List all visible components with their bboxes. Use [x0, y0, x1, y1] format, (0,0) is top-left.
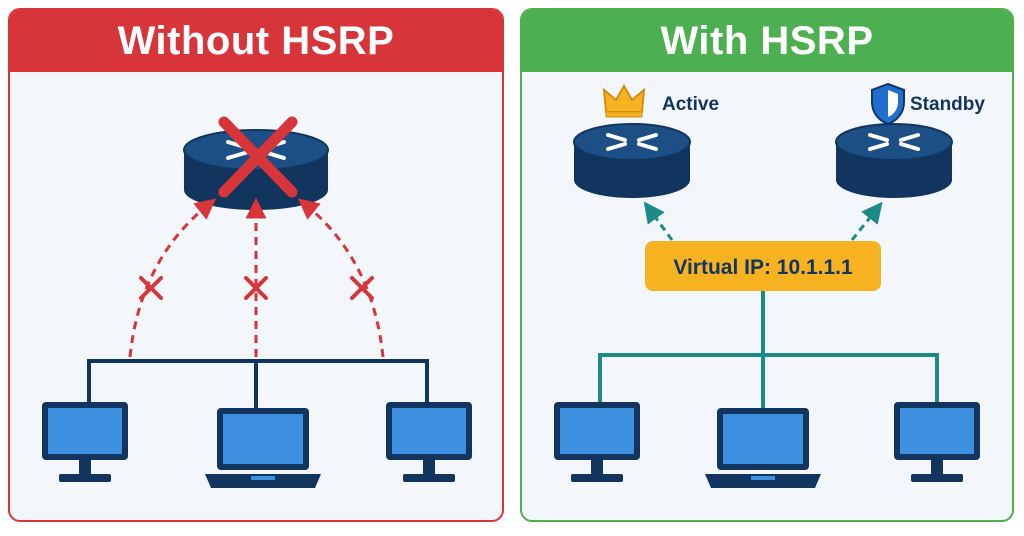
active-label: Active — [662, 94, 719, 115]
virtual-ip-links — [643, 201, 883, 241]
standby-label: Standby — [910, 94, 985, 115]
shield-icon — [871, 82, 905, 126]
with-hsrp-title: With HSRP — [522, 10, 1012, 72]
desktop-icon — [894, 402, 980, 482]
router-icon — [183, 129, 329, 210]
x-mark-icon — [139, 276, 374, 300]
virtual-ip-label: Virtual IP: 10.1.1.1 — [673, 256, 853, 279]
desktop-icon — [554, 402, 640, 482]
x-mark-icon — [218, 116, 298, 198]
without-hsrp-title: Without HSRP — [10, 10, 502, 72]
laptop-icon — [705, 408, 821, 488]
crown-icon — [602, 83, 646, 118]
lan-bus — [598, 291, 939, 410]
router-icon — [573, 123, 691, 198]
virtual-ip-box: Virtual IP: 10.1.1.1 — [645, 241, 881, 291]
failed-gateway-paths — [128, 197, 385, 358]
lan-bus — [87, 359, 429, 412]
laptop-icon — [205, 408, 321, 488]
desktop-icon — [386, 402, 472, 482]
desktop-icon — [42, 402, 128, 482]
router-icon — [835, 123, 953, 198]
